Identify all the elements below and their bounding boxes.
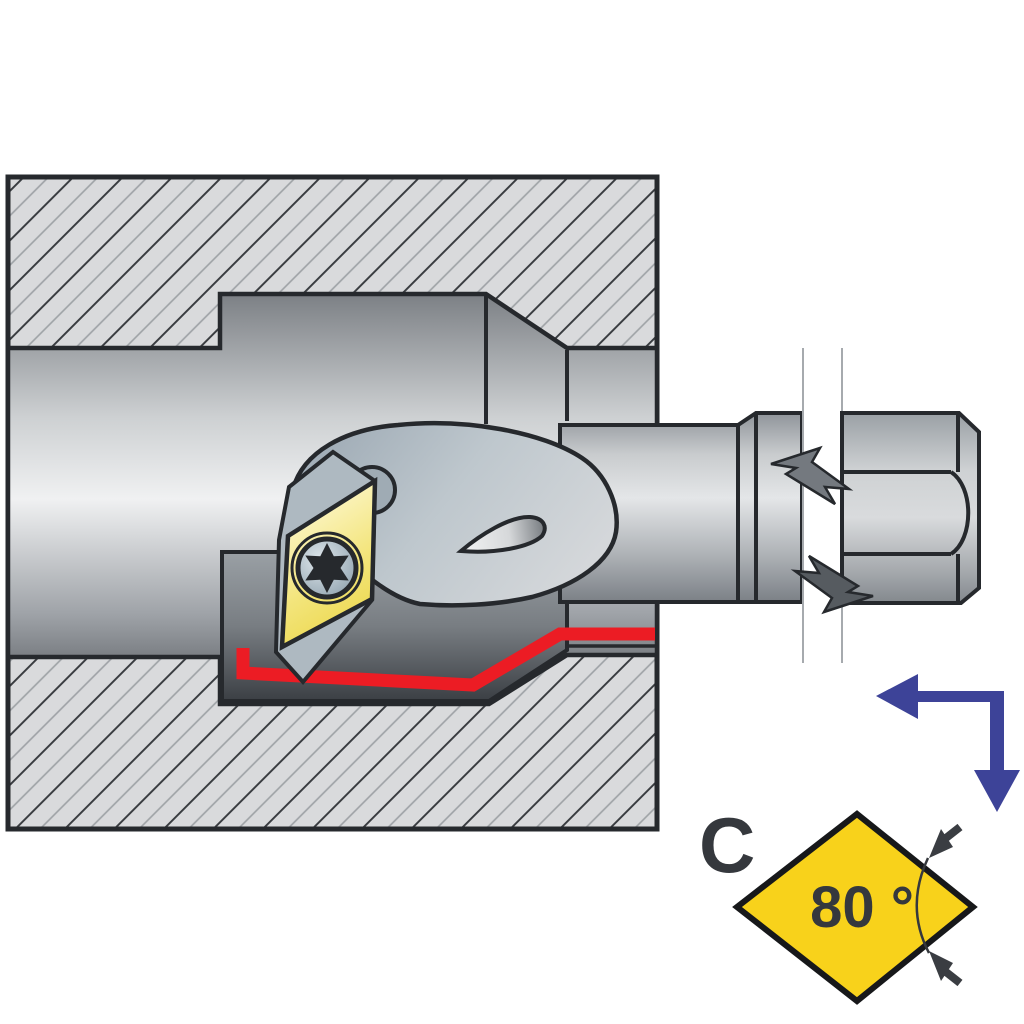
insert-shape-legend: C 80 °	[699, 801, 978, 1005]
break-symbol-icon	[802, 348, 843, 663]
torx-star	[305, 543, 349, 593]
angle-pointers	[929, 823, 963, 987]
angle-pointer-upper-icon	[929, 829, 953, 858]
toolpath-contour-line	[236, 627, 655, 692]
coolant-slot-icon	[456, 514, 547, 554]
angle-pointer-lower-tail	[943, 968, 963, 987]
tool-shank-end	[840, 411, 981, 605]
insert-hole-ring	[290, 531, 364, 605]
feed-left-arrow-icon	[876, 674, 918, 719]
shank-round-edge	[949, 470, 971, 556]
angle-arc	[915, 857, 931, 954]
feed-direction-arrows	[876, 674, 1020, 812]
feed-arrow-shafts	[918, 691, 1004, 770]
break-zigzag-upper	[770, 445, 854, 506]
insert-code-letter: C	[699, 801, 755, 889]
torx-screw-icon	[290, 531, 364, 605]
break-zigzag-lower	[790, 554, 874, 615]
angle-pointer-lower-icon	[929, 951, 953, 981]
angle-pointer-upper-tail	[943, 823, 963, 842]
insert-shape-diamond	[732, 810, 978, 1005]
insert-angle-value: 80 °	[810, 875, 914, 940]
feed-down-arrow-icon	[974, 770, 1020, 812]
break-band	[802, 348, 843, 663]
